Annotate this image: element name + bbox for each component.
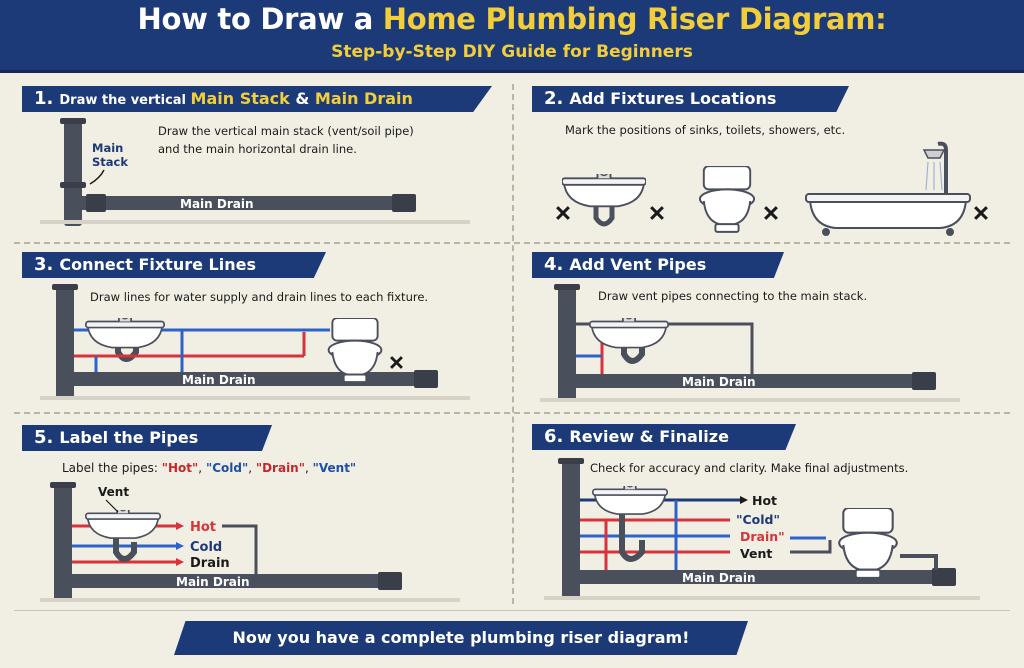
title-part-1: How to Draw a <box>137 2 383 36</box>
step-5-desc-hot: "Hot" <box>161 461 199 475</box>
step-6-desc: Check for accuracy and clarity. Make fin… <box>590 461 909 475</box>
step-4-drawing: Main Drain <box>540 284 960 402</box>
step-5-hot-label: Hot <box>190 520 216 535</box>
x-mark-icon <box>974 206 988 220</box>
step-5-vent-label: Vent <box>98 485 129 499</box>
page-title: How to Draw a Home Plumbing Riser Diagra… <box>0 2 1024 36</box>
step-4-title: Add Vent Pipes <box>569 255 707 274</box>
sink-icon <box>84 318 166 349</box>
panel-divider-bottom <box>14 610 1010 611</box>
step-1-main-label: Main <box>92 141 123 155</box>
step-6-main-drain-label: Main Drain <box>682 571 756 585</box>
step-5-drain-label: Drain <box>190 556 230 571</box>
toilet-icon <box>698 166 756 233</box>
step-6-banner: 6. Review & Finalize <box>532 424 796 450</box>
sink-icon <box>588 318 670 349</box>
step-5-desc-comma-1: , <box>198 461 206 475</box>
step-1-desc-line-2: and the main horizontal drain line. <box>158 142 357 156</box>
step-5-main-drain-label: Main Drain <box>176 575 250 589</box>
bathtub-icon <box>805 141 971 236</box>
step-5-banner: 5. Label the Pipes <box>22 425 272 451</box>
step-2-desc: Mark the positions of sinks, toilets, sh… <box>565 123 846 137</box>
step-6-number: 6. <box>544 426 564 447</box>
step-6-vent-label: Vent <box>740 546 772 561</box>
step-4-banner: 4. Add Vent Pipes <box>532 252 784 278</box>
step-1-drawing: Main Drain Main Stack <box>40 118 470 226</box>
step-2-drawing <box>556 141 988 236</box>
x-mark-icon <box>764 206 778 220</box>
sink-icon <box>84 510 162 539</box>
step-5-desc-drain: "Drain" <box>255 461 305 475</box>
step-3-banner: 3. Connect Fixture Lines <box>22 252 326 278</box>
step-5-desc: Label the pipes: "Hot", "Cold", "Drain",… <box>62 461 356 475</box>
step-3-drawing: Main Drain <box>40 284 470 400</box>
step-1-main-drain-label: Main Drain <box>180 197 254 211</box>
step-1-title-highlight-2: Main Drain <box>314 89 413 108</box>
panel-divider-row-1 <box>14 242 1010 244</box>
step-1-stack-label: Stack <box>92 155 128 169</box>
x-mark-icon <box>390 356 403 369</box>
step-6-hot-label: Hot <box>752 493 777 508</box>
step-5-drawing: Vent Hot Cold Drain Main Drain <box>40 482 460 602</box>
sink-icon <box>591 486 669 515</box>
step-1-title-pre: Draw the vertical <box>59 93 191 108</box>
main-drain-pipe <box>64 196 414 210</box>
step-5-number: 5. <box>34 427 54 448</box>
step-6-title: Review & Finalize <box>569 427 729 446</box>
step-6-drain-label: Drain" <box>740 529 785 544</box>
step-4-desc: Draw vent pipes connecting to the main s… <box>598 289 868 303</box>
step-5-desc-vent: "Vent" <box>312 461 357 475</box>
panel-divider-vertical <box>512 84 514 604</box>
step-2-number: 2. <box>544 88 564 109</box>
step-5-desc-pre: Label the pipes: <box>62 461 162 475</box>
step-6-cold-label: "Cold" <box>736 512 780 527</box>
step-5-title: Label the Pipes <box>59 428 199 447</box>
step-1-title-highlight-1: Main Stack <box>190 89 290 108</box>
step-5-cold-label: Cold <box>190 540 222 555</box>
step-2-title: Add Fixtures Locations <box>569 89 777 108</box>
step-2-banner: 2. Add Fixtures Locations <box>532 86 849 112</box>
page-subtitle: Step-by-Step DIY Guide for Beginners <box>331 42 693 62</box>
step-1-number: 1. <box>34 88 54 109</box>
footer-banner: Now you have a complete plumbing riser d… <box>174 621 748 655</box>
step-5-desc-comma-2: , <box>248 461 256 475</box>
step-1-banner: 1. Draw the vertical Main Stack & Main Dr… <box>22 86 492 112</box>
x-mark-icon <box>556 206 570 220</box>
main-stack-pipe <box>64 120 82 226</box>
panel-divider-row-2 <box>14 412 1010 414</box>
x-mark-icon <box>650 206 664 220</box>
step-5-desc-comma-3: , <box>304 461 313 475</box>
step-5-desc-cold: "Cold" <box>205 461 249 475</box>
step-1-desc-line-1: Draw the vertical main stack (vent/soil … <box>158 124 414 138</box>
step-3-main-drain-label: Main Drain <box>182 373 256 387</box>
header-banner: How to Draw a Home Plumbing Riser Diagra… <box>0 0 1024 73</box>
step-1-title-mid: & <box>289 89 315 108</box>
step-6-drawing: Hot "Cold" Drain" Vent Main Drain <box>544 458 980 600</box>
step-4-number: 4. <box>544 254 564 275</box>
step-3-number: 3. <box>34 254 54 275</box>
sink-icon <box>562 174 646 208</box>
toilet-icon <box>838 508 898 580</box>
step-3-title: Connect Fixture Lines <box>59 255 256 274</box>
step-4-main-drain-label: Main Drain <box>682 375 756 389</box>
step-3-desc: Draw lines for water supply and drain li… <box>90 290 429 304</box>
title-part-2: Home Plumbing Riser Diagram: <box>382 2 887 36</box>
